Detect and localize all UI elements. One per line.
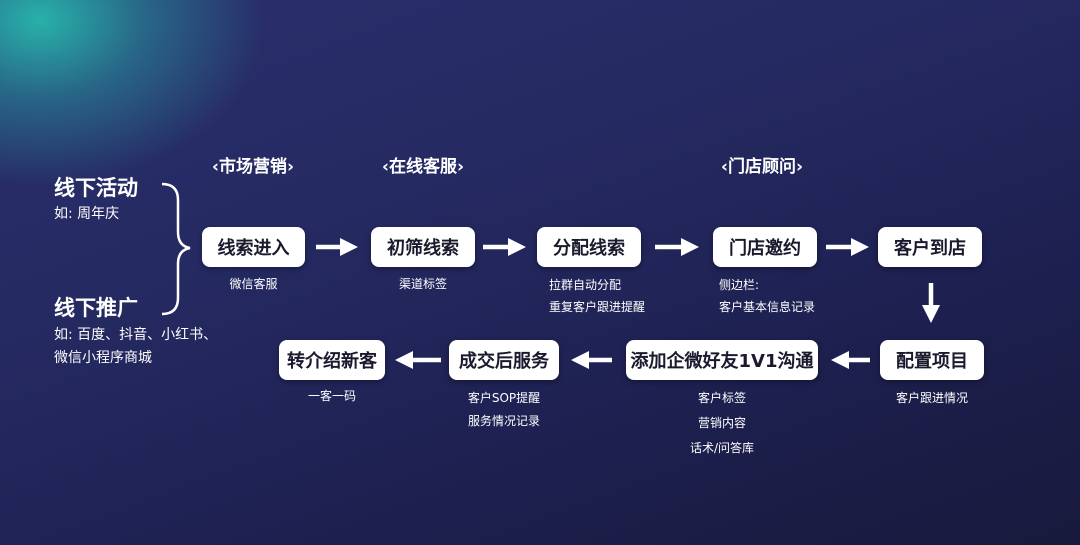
note-after-sale-2: 服务情况记录 [467, 414, 540, 428]
node-lead-entry: 线索进入 [202, 227, 305, 267]
note-lead-entry: 微信客服 [229, 277, 278, 291]
stage-online-service: ‹在线客服› [382, 157, 465, 177]
node-wecom-1v1: 添加企微好友1V1沟通 [626, 340, 818, 380]
node-lead-screening: 初筛线索 [371, 227, 475, 267]
note-wecom-2: 营销内容 [697, 416, 746, 430]
source-title-offline-promotion: 线下推广 [54, 296, 138, 320]
source-sub-promotion-line1: 如: 百度、抖音、小红书、 [54, 327, 218, 343]
note-configure-project: 客户跟进情况 [895, 391, 968, 405]
note-referral: 一客一码 [307, 389, 356, 403]
note-store-invite-1: 侧边栏: [719, 278, 760, 292]
note-lead-assign-2: 重复客户跟进提醒 [549, 300, 646, 314]
note-lead-assign-1: 拉群自动分配 [549, 278, 622, 292]
source-title-offline-activity: 线下活动 [54, 176, 138, 200]
node-after-sale-service: 成交后服务 [449, 340, 559, 380]
stage-store-consultant: ‹门店顾问› [721, 157, 804, 177]
source-brace [161, 182, 191, 316]
node-customer-arrive: 客户到店 [878, 227, 982, 267]
node-referral: 转介绍新客 [279, 340, 385, 380]
note-wecom-1: 客户标签 [697, 391, 746, 405]
node-configure-project: 配置项目 [880, 340, 984, 380]
note-wecom-3: 话术/问答库 [689, 441, 755, 455]
note-after-sale-1: 客户SOP提醒 [467, 391, 541, 405]
node-store-invite: 门店邀约 [713, 227, 817, 267]
stage-marketing: ‹市场营销› [212, 157, 295, 177]
note-lead-screening: 渠道标签 [398, 277, 447, 291]
note-store-invite-2: 客户基本信息记录 [719, 300, 816, 314]
source-sub-offline-activity: 如: 周年庆 [54, 206, 120, 222]
source-sub-promotion-line2: 微信小程序商城 [54, 350, 152, 366]
node-lead-assign: 分配线索 [537, 227, 641, 267]
